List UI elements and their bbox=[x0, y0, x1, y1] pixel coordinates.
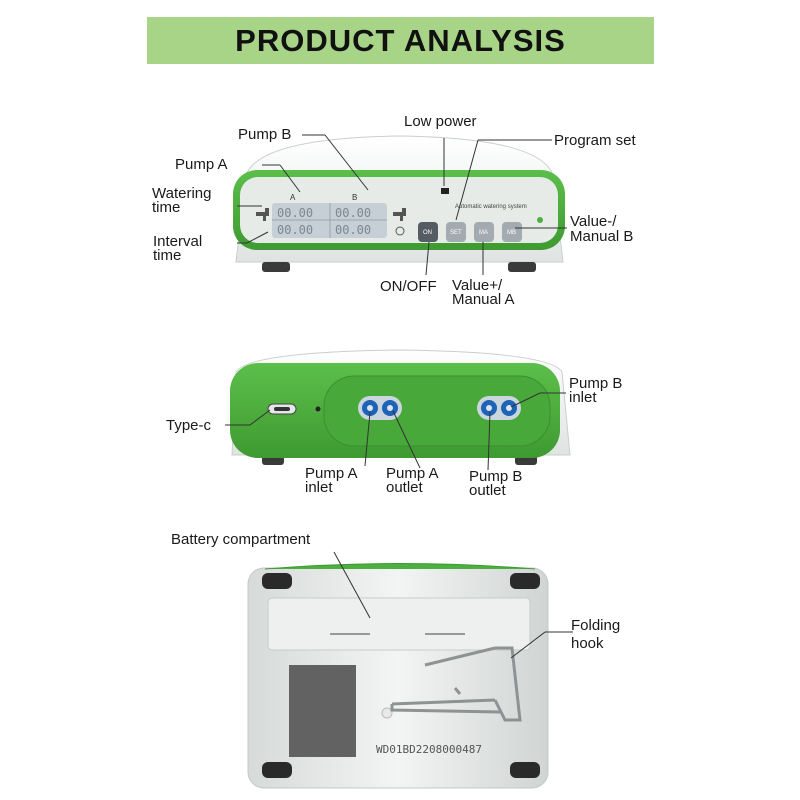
lcd-digits-1: 00.00 bbox=[277, 206, 313, 220]
callout-value-minus-line2: Manual B bbox=[570, 228, 634, 245]
manual-b-button[interactable] bbox=[502, 222, 522, 242]
callout-folding-hook-line2: hook bbox=[571, 635, 604, 652]
mb-button-label: MB bbox=[507, 230, 516, 236]
panel-title: Automatic watering system bbox=[455, 204, 527, 210]
callout-type-c: Type-c bbox=[166, 417, 212, 434]
callout-value-plus-line2: Manual A bbox=[452, 291, 515, 308]
callout-pump-b-inlet-line1: Pump B bbox=[569, 375, 623, 392]
faucet-icon-right bbox=[393, 208, 406, 221]
battery-compartment-cover[interactable] bbox=[267, 597, 531, 651]
callout-folding-hook-line1: Folding bbox=[571, 617, 621, 634]
callout-pump-a-outlet-line1: Pump A bbox=[386, 465, 439, 482]
pump-b-mark: B bbox=[352, 193, 357, 202]
ma-button-label: MA bbox=[479, 230, 488, 236]
front-view-device: 00.00 00.00 00.00 00.00 A B Automatic wa… bbox=[233, 135, 565, 272]
callout-value-plus-line1: Value+/ bbox=[452, 277, 503, 294]
callout-value-minus-line1: Value-/ bbox=[570, 213, 617, 230]
lcd-digits-2: 00.00 bbox=[335, 206, 371, 220]
set-button-label: SET bbox=[450, 230, 462, 236]
set-button[interactable] bbox=[446, 222, 466, 242]
front-callout-lines bbox=[237, 134, 567, 276]
low-power-indicator bbox=[441, 188, 449, 194]
callout-on-off: ON/OFF bbox=[380, 278, 437, 295]
callout-watering-line1: Watering bbox=[152, 185, 212, 202]
page-title: PRODUCT ANALYSIS bbox=[235, 23, 566, 58]
serial-number: WD01BD2208000487 bbox=[376, 743, 482, 756]
on-off-button[interactable] bbox=[418, 222, 438, 242]
callout-pump-b: Pump B bbox=[238, 126, 292, 143]
callout-pump-b-outlet-line1: Pump B bbox=[469, 468, 523, 485]
callout-battery-compartment: Battery compartment bbox=[171, 531, 311, 548]
callout-watering-line2: time bbox=[152, 199, 181, 216]
callout-interval-line2: time bbox=[153, 247, 182, 264]
back-view-device bbox=[230, 349, 571, 465]
callout-low-power: Low power bbox=[404, 113, 477, 130]
callout-pump-a-inlet-line2: inlet bbox=[305, 479, 333, 496]
manual-a-button[interactable] bbox=[474, 222, 494, 242]
pump-b-ports bbox=[477, 396, 521, 420]
callout-program-set: Program set bbox=[554, 132, 636, 149]
rubber-feet bbox=[262, 573, 540, 778]
lcd-digits-4: 00.00 bbox=[335, 223, 371, 237]
bottom-callout-lines bbox=[333, 551, 573, 659]
callout-pump-b-outlet-line2: outlet bbox=[469, 482, 506, 499]
on-button-label: ON bbox=[423, 230, 432, 236]
back-callout-lines bbox=[225, 392, 566, 471]
callout-pump-a: Pump A bbox=[175, 156, 228, 173]
folding-hook[interactable] bbox=[390, 646, 522, 722]
callout-interval-line1: Interval bbox=[153, 233, 203, 250]
callout-pump-b-inlet-line2: inlet bbox=[569, 389, 597, 406]
callout-pump-a-outlet-line2: outlet bbox=[386, 479, 423, 496]
pump-a-mark: A bbox=[290, 193, 296, 202]
clock-icon bbox=[395, 226, 405, 236]
bottom-view-device: WD01BD2208000487 bbox=[247, 563, 549, 789]
callout-pump-a-inlet-line1: Pump A bbox=[305, 465, 358, 482]
title-banner: PRODUCT ANALYSIS bbox=[147, 17, 654, 64]
label-recess bbox=[289, 665, 356, 757]
lcd-digits-3: 00.00 bbox=[277, 223, 313, 237]
faucet-icon bbox=[256, 208, 269, 221]
